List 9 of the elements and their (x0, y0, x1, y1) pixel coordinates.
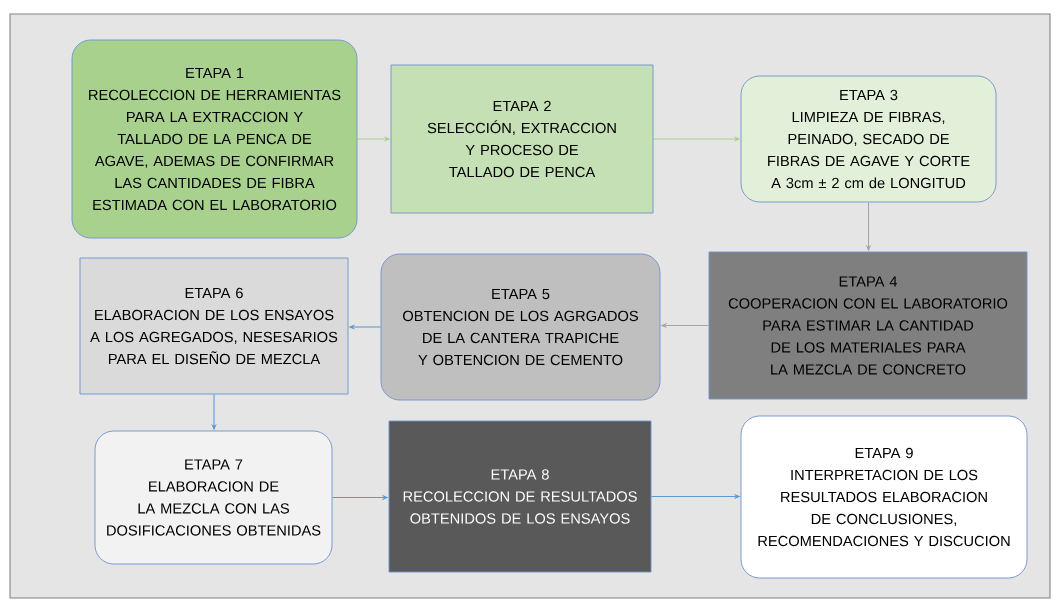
rounded-process-box: ETAPA 7 ELABORACION DE LA MEZCLA CON LAS DOSIFICACIONES OBTENIDAS (94, 430, 333, 565)
process-box: ETAPA 4 COOPERACION CON EL LABORATORIO PARA ESTIMAR LA CANTIDAD DE LOS MATERIALES PARA LA MEZCLA DE CONCRETO (708, 251, 1028, 400)
rounded-process-box: ETAPA 9 INTERPRETACION DE LOS RESULTADOS ELABORACION DE CONCLUSIONES, RECOMENDACIONES Y DISCUCION (740, 415, 1028, 579)
process-box: ETAPA 2 SELECCIÓN, EXTRACCION Y PROCESO DE TALLADO DE PENCA (390, 64, 654, 214)
rounded-process-box: ETAPA 5 OBTENCION DE LOS AGRGADOS DE LA CANTERA TRAPICHE Y OBTENCION DE CEMENTO (380, 253, 661, 401)
process-box: ETAPA 6 ELABORACION DE LOS ENSAYOS A LOS AGREGADOS, NESESARIOS PARA EL DISEÑO DE MEZCLA (79, 257, 349, 395)
process-box: ETAPA 8 RECOLECCION DE RESULTADOS OBTENIDOS DE LOS ENSAYOS (388, 420, 652, 573)
rounded-process-box: ETAPA 1 RECOLECCION DE HERRAMIENTAS PARA LA EXTRACCION Y TALLADO DE LA PENCA DE AGAVE, ADEMAS DE CONFIRMAR LAS CANTIDADES DE FIBRA ESTIMADA CON EL LABORATORIO (71, 39, 358, 239)
rounded-process-box: ETAPA 3 LIMPIEZA DE FIBRAS, PEINADO, SECADO DE FIBRAS DE AGAVE Y CORTE A 3cm ± 2 cm de LONGITUD (740, 75, 997, 203)
